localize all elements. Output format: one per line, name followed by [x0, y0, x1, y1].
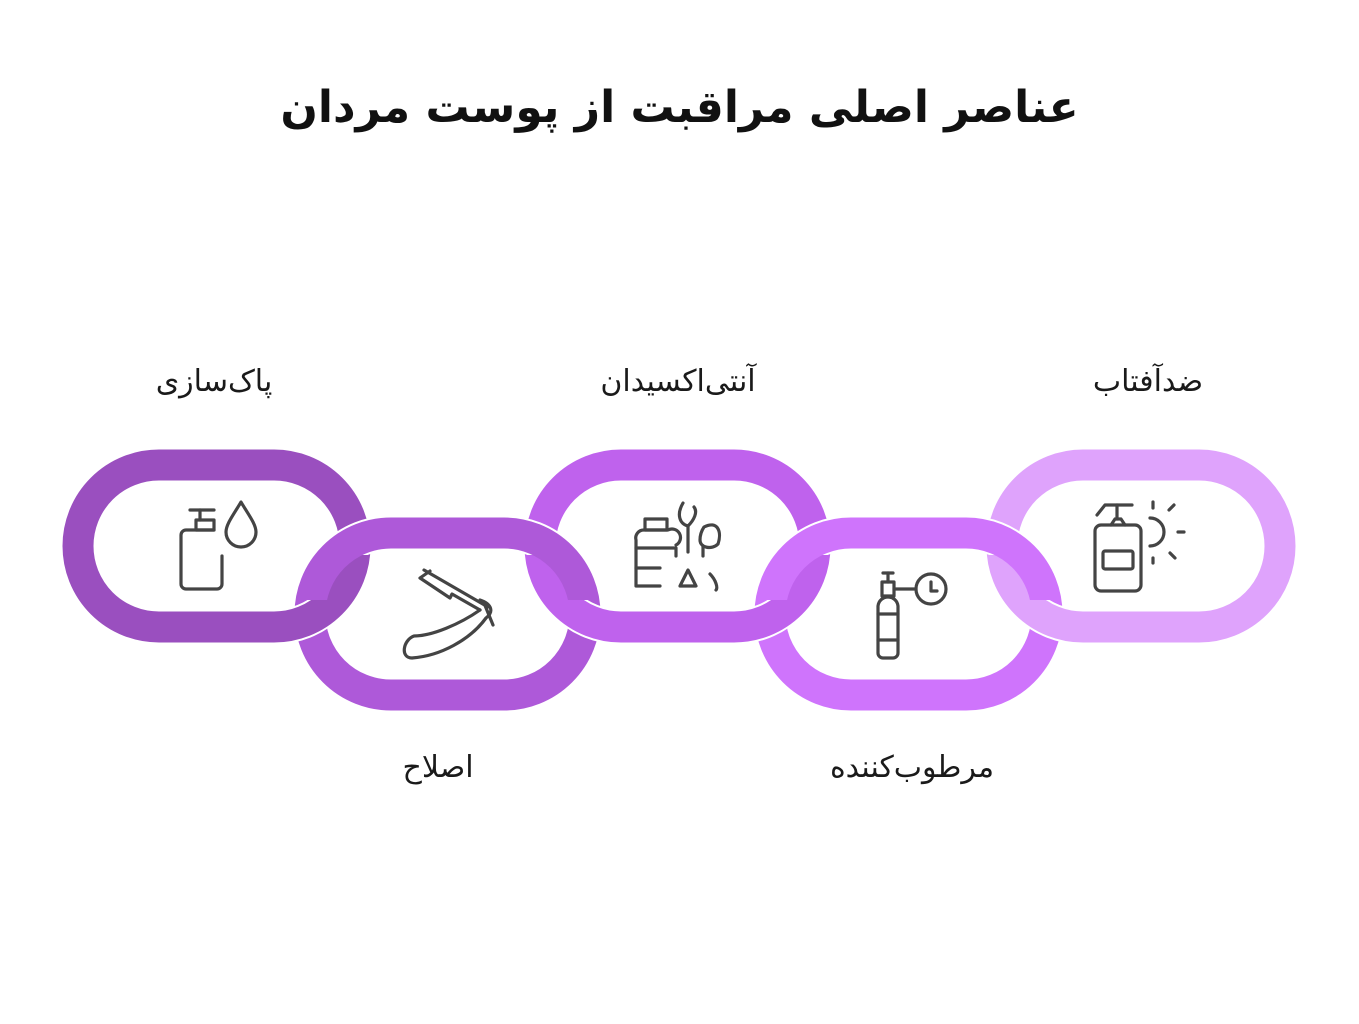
label-cleansing: پاک‌سازی	[155, 364, 273, 399]
supplement-bottle-leaves-icon	[634, 501, 722, 592]
spray-bottle-timer-icon	[876, 571, 948, 660]
sunscreen-bottle-sun-icon	[1093, 500, 1186, 593]
label-moisturizer: مرطوب‌کننده	[829, 750, 995, 785]
link-shaving	[310, 533, 585, 695]
soap-dispenser-drop-icon	[179, 500, 258, 591]
label-shaving: اصلاح	[402, 750, 474, 785]
link-moisturizer	[770, 533, 1047, 695]
straight-razor-icon	[402, 568, 495, 660]
page-title: عناصر اصلی مراقبت از پوست مردان	[280, 82, 1079, 133]
label-antioxidant: آنتی‌اکسیدان	[600, 364, 756, 399]
label-sunscreen: ضدآفتاب	[1092, 364, 1204, 399]
